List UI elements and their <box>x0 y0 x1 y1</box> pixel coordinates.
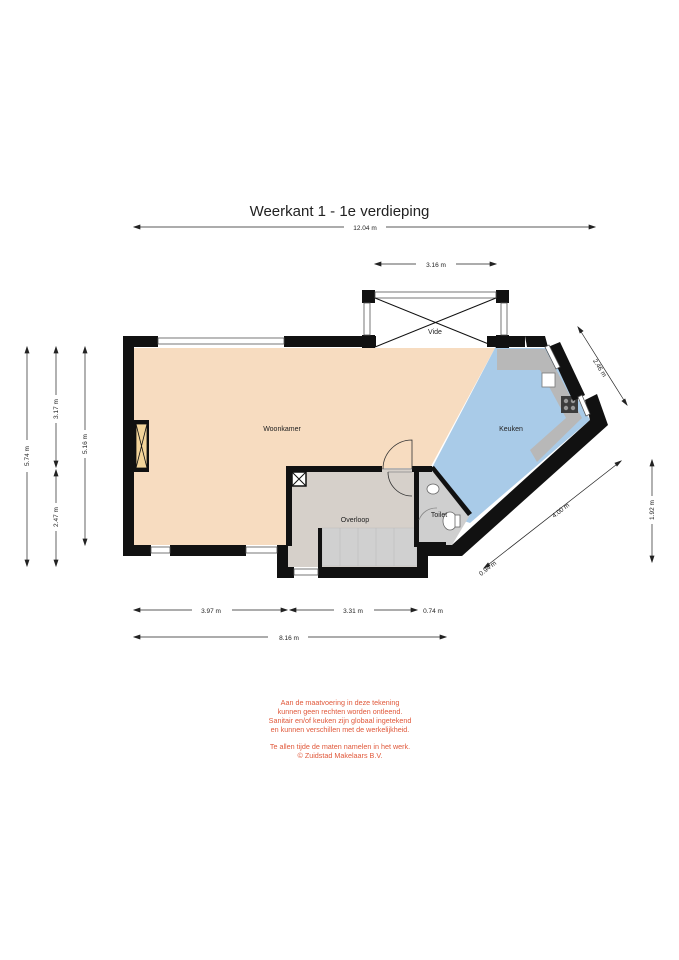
dim-total-width: 12.04 m <box>353 225 377 232</box>
washbasin-icon <box>426 483 440 495</box>
sink-icon <box>541 372 556 388</box>
dim-left-inner: 5.16 m <box>82 434 89 454</box>
dim-bottom-a: 3.97 m <box>201 608 221 615</box>
kitchen-counter <box>497 349 582 462</box>
keuken-area <box>432 348 590 523</box>
disclaimer-line: kunnen geen rechten worden ontleend. <box>277 707 403 716</box>
walls <box>123 290 608 578</box>
disclaimer-line: Aan de maatvoering in deze tekening <box>280 698 400 707</box>
doors <box>382 439 438 521</box>
vide-void <box>374 297 497 348</box>
dim-left-total: 5.74 m <box>24 446 31 466</box>
floorplan-title: Weerkant 1 - 1e verdieping <box>249 203 430 220</box>
dim-bottom-c: 0.74 m <box>423 608 443 615</box>
dim-diag-long: 4.00 m <box>551 502 571 520</box>
dim-left-lower: 2.47 m <box>53 507 60 527</box>
windows <box>150 291 591 576</box>
disclaimer-line: Sanitair en/of keuken zijn globaal inget… <box>268 716 412 725</box>
dim-bottom-total: 8.16 m <box>279 635 299 642</box>
copyright: © Zuidstad Makelaars B.V. <box>297 751 383 760</box>
room-label-vide: Vide <box>428 329 442 336</box>
room-label-toilet: Toilet <box>431 512 447 519</box>
room-label-overloop: Overloop <box>341 517 370 524</box>
disclaimer-line: en kunnen verschillen met de werkelijkhe… <box>270 725 410 734</box>
dim-vide-width: 3.16 m <box>426 262 446 269</box>
room-label-woonkamer: Woonkamer <box>263 426 301 433</box>
stairs <box>321 527 418 567</box>
disclaimer: Aan de maatvoering in deze tekening kunn… <box>160 698 520 760</box>
dim-right-height: 1.92 m <box>649 500 656 520</box>
dim-left-upper: 3.17 m <box>53 399 60 419</box>
dim-diag-top: 2.46 m <box>591 358 607 379</box>
dim-bottom-b: 3.31 m <box>343 608 363 615</box>
disclaimer-line: Te allen tijde de maten namelen in het w… <box>269 742 411 751</box>
woonkamer-area <box>134 348 495 545</box>
room-label-keuken: Keuken <box>499 426 523 433</box>
